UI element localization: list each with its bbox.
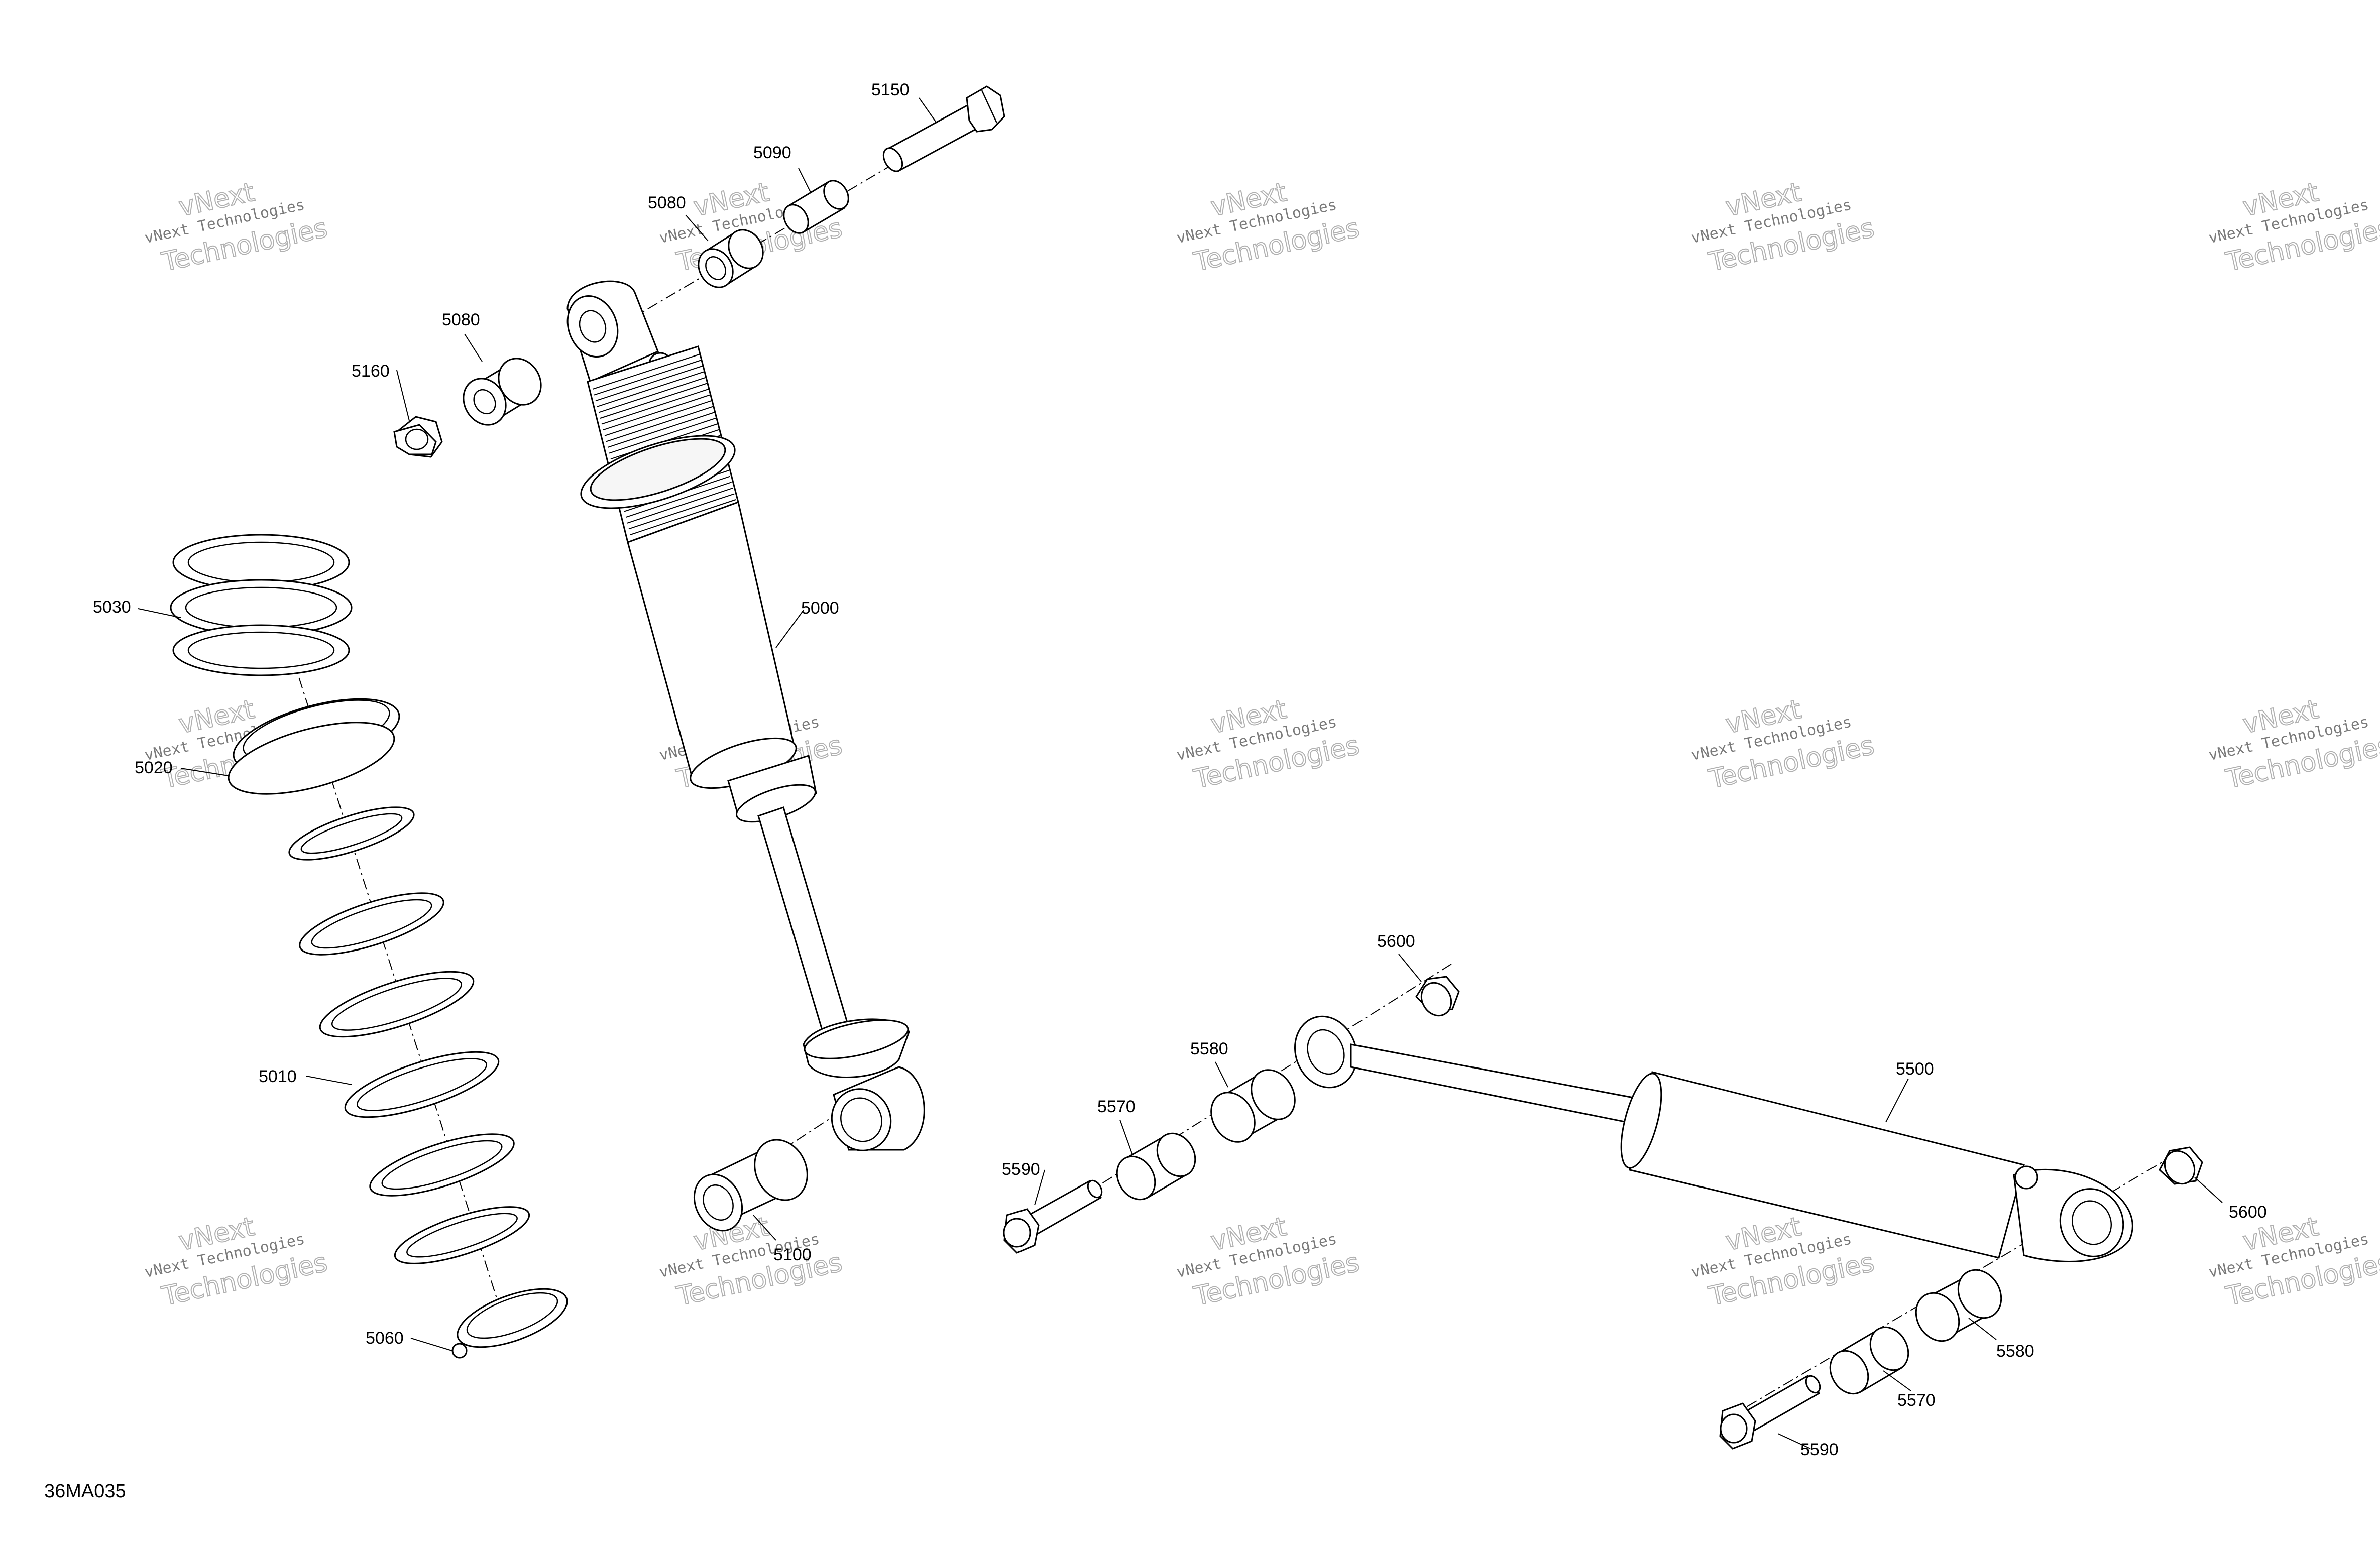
spring-coil — [288, 806, 415, 861]
callout-5020: 5020 — [135, 758, 173, 777]
callout-5570-upper: 5570 — [1097, 1097, 1136, 1116]
sleeve-5580-upper — [1210, 1069, 1296, 1143]
callout-5030: 5030 — [93, 598, 131, 617]
spacer-5570-lower — [1829, 1326, 1909, 1395]
thread-line — [598, 377, 707, 413]
shock-absorber-5000 — [566, 280, 925, 1151]
spring-coil-inner — [300, 813, 403, 854]
spring-coil-inner — [406, 1213, 518, 1258]
bolt-5590-upper — [1003, 1179, 1103, 1254]
callout-5580-upper: 5580 — [1190, 1039, 1228, 1058]
callout-5570-lower: 5570 — [1897, 1391, 1936, 1410]
spring-coil — [299, 892, 444, 956]
thread-line — [597, 371, 705, 407]
spring-coil-inner — [356, 1058, 488, 1111]
callout-5580-lower: 5580 — [1996, 1342, 2034, 1361]
spring-coil-inner — [311, 899, 432, 949]
nut-5600-lower — [2159, 1146, 2203, 1185]
callout-5100: 5100 — [773, 1245, 812, 1264]
bushing-5080-left — [463, 358, 542, 426]
spring-5030 — [170, 534, 353, 676]
thread-line — [604, 400, 712, 436]
leader-lines — [138, 97, 2223, 1449]
sleeve-5580-lower — [1915, 1269, 2002, 1342]
bolt-5590-lower — [1719, 1374, 1821, 1450]
thread-line — [630, 499, 736, 535]
spring-coil — [394, 1206, 530, 1264]
callout-5060: 5060 — [366, 1329, 404, 1348]
thread-line — [595, 365, 704, 402]
thread-line — [606, 406, 714, 442]
spring-coil — [319, 971, 475, 1038]
thread-line — [625, 482, 732, 518]
nut-5160 — [393, 416, 443, 458]
callout-5080-upper: 5080 — [648, 193, 686, 212]
callout-5000: 5000 — [801, 599, 839, 618]
callout-5590-upper: 5590 — [1002, 1160, 1040, 1179]
callout-5600-upper: 5600 — [1377, 932, 1415, 951]
callout-5160: 5160 — [352, 362, 390, 381]
spring-5010 — [288, 806, 530, 1264]
spring-coil — [369, 1133, 515, 1197]
nut-5600-upper — [1415, 976, 1460, 1017]
thread-line — [592, 353, 701, 390]
ring-5020 — [228, 698, 400, 795]
callout-5010: 5010 — [259, 1067, 297, 1086]
thread-line — [600, 383, 708, 419]
thread-line — [607, 412, 715, 448]
callout-5090: 5090 — [753, 143, 791, 162]
callout-5590-lower: 5590 — [1800, 1440, 1839, 1459]
callout-5150: 5150 — [871, 80, 910, 99]
callouts: 5150 5090 5080 5080 5160 5030 5000 5020 … — [93, 80, 2267, 1459]
spacer-5570-upper — [1116, 1132, 1196, 1201]
thread-line — [601, 388, 710, 425]
bushing-5080-upper — [698, 229, 764, 288]
damper-5500 — [1294, 1015, 2133, 1262]
thread-line — [627, 487, 733, 524]
spring-coil-inner — [331, 978, 463, 1031]
sleeve-5090 — [783, 180, 849, 234]
clip-5060 — [451, 1288, 568, 1359]
spring-coil-inner — [381, 1140, 503, 1190]
thread-line — [603, 394, 711, 431]
thread-line — [609, 417, 717, 454]
thread-line — [594, 359, 703, 396]
spring-coil — [344, 1051, 500, 1118]
bushing-5100 — [693, 1139, 808, 1232]
callout-5080-left: 5080 — [442, 310, 480, 329]
reference-code: 36MA035 — [44, 1481, 126, 1502]
callout-5600-lower: 5600 — [2229, 1203, 2267, 1222]
callout-5500: 5500 — [1896, 1059, 1934, 1079]
bolt-5150 — [882, 85, 1005, 172]
thread-line — [628, 493, 735, 530]
